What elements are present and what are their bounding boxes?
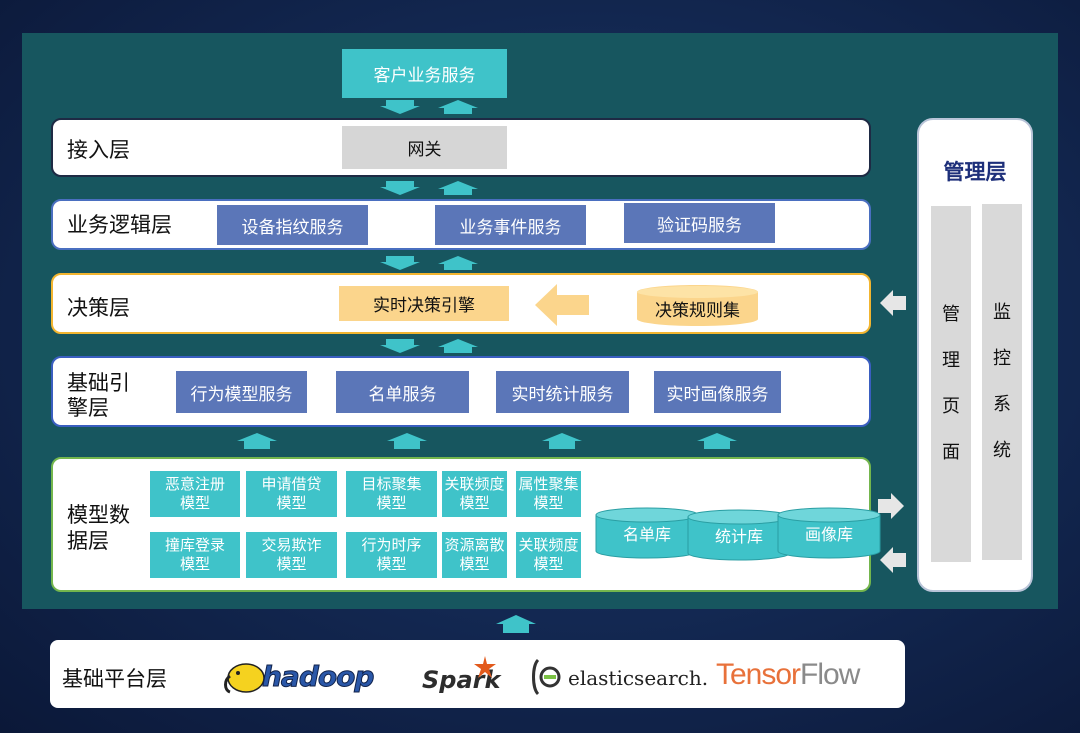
model-box: 属性聚集模型	[516, 471, 581, 517]
char: 理	[942, 350, 960, 371]
realtime-stats-service: 实时统计服务	[496, 371, 629, 413]
rules-cylinder-shape	[637, 285, 758, 327]
captcha-service: 验证码服务	[624, 203, 775, 243]
realtime-decision-engine: 实时决策引擎	[339, 286, 509, 321]
model-box: 交易欺诈模型	[246, 532, 337, 578]
management-title: 管理层	[943, 160, 1007, 184]
model-box: 关联频度模型	[442, 471, 507, 517]
monitoring-system-column: 监 控 系 统	[982, 204, 1022, 560]
model-box: 撞库登录模型	[150, 532, 240, 578]
engine-layer-label-line2: 擎层	[67, 396, 109, 420]
elasticsearch-text: elasticsearch.	[568, 666, 709, 690]
model-box: 行为时序模型	[346, 532, 437, 578]
hadoop-text: hadoop	[261, 660, 374, 694]
customer-service-box: 客户业务服务	[342, 49, 507, 98]
profile-store-label: 画像库	[804, 525, 853, 544]
left-arrow-icon	[535, 284, 589, 326]
char: 监	[993, 302, 1011, 323]
up-arrow-icon	[496, 615, 536, 633]
list-service: 名单服务	[336, 371, 469, 413]
tensorflow-logo: TensorFlow	[716, 658, 860, 692]
behavior-model-service: 行为模型服务	[176, 371, 307, 413]
realtime-profile-service: 实时画像服务	[654, 371, 781, 413]
management-page-column: 管 理 页 面	[931, 206, 971, 562]
list-store-cylinder: 名单库	[594, 507, 700, 559]
char: 管	[942, 304, 960, 325]
char: 系	[993, 394, 1011, 415]
list-store-label: 名单库	[622, 525, 671, 544]
business-layer-label: 业务逻辑层	[67, 213, 172, 237]
gateway-box: 网关	[342, 126, 507, 169]
hadoop-elephant-icon	[224, 663, 265, 694]
decision-rules-label: 决策规则集	[655, 301, 740, 321]
hadoop-logo: hadoop	[222, 656, 382, 698]
engine-layer-label-line1: 基础引	[67, 371, 130, 395]
platform-layer-label: 基础平台层	[62, 667, 167, 691]
model-box: 申请借贷模型	[246, 471, 337, 517]
tensorflow-text: TensorFlow	[716, 658, 860, 691]
decision-layer-label: 决策层	[67, 296, 130, 320]
model-box: 资源离散模型	[442, 532, 507, 578]
platform-layer	[50, 640, 905, 708]
model-box: 恶意注册模型	[150, 471, 240, 517]
char: 控	[993, 348, 1011, 369]
char: 统	[993, 440, 1011, 461]
profile-store-cylinder: 画像库	[776, 507, 882, 559]
char: 面	[942, 442, 960, 463]
stats-store-label: 统计库	[714, 527, 763, 546]
access-layer-label: 接入层	[67, 138, 130, 162]
char: 页	[942, 396, 960, 417]
spark-logo: Spark	[422, 656, 502, 698]
elasticsearch-icon	[532, 658, 561, 696]
model-layer-label-line1: 模型数	[67, 503, 130, 527]
model-layer-label-line2: 据层	[67, 529, 109, 553]
elasticsearch-logo: elasticsearch.	[530, 656, 708, 698]
model-box: 关联频度模型	[516, 532, 581, 578]
business-event-service: 业务事件服务	[435, 205, 586, 245]
device-fingerprint-service: 设备指纹服务	[217, 205, 368, 245]
model-box: 目标聚集模型	[346, 471, 437, 517]
spark-star-icon	[474, 656, 496, 678]
